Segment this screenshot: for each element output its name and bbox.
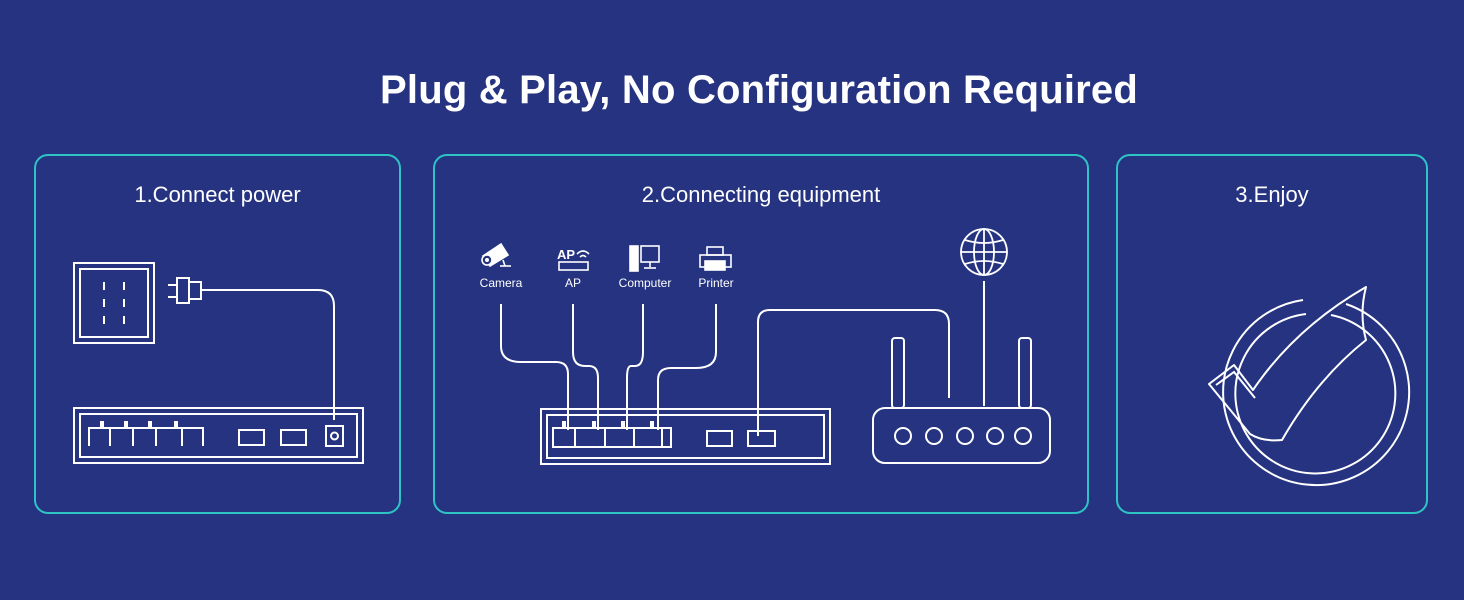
connecting-equipment-illustration: AP <box>481 228 1051 465</box>
router-icon <box>872 337 1051 464</box>
step-1-title: 1.Connect power <box>134 182 301 207</box>
access-point-icon: AP <box>557 247 590 271</box>
network-switch-icon <box>73 407 364 464</box>
step-2-title: 2.Connecting equipment <box>641 182 881 207</box>
connect-power-illustration <box>73 262 364 464</box>
computer-icon <box>629 245 660 272</box>
step-3-title: 3.Enjoy <box>1235 182 1309 207</box>
camera-icon <box>481 242 511 268</box>
computer-cable <box>626 304 644 430</box>
power-plug-icon <box>168 277 202 304</box>
uplink-cable <box>757 309 950 436</box>
enjoy-illustration <box>1208 286 1411 487</box>
power-outlet-icon <box>73 262 155 344</box>
camera-cable <box>500 304 569 430</box>
step-panel-connecting-equipment: 2.Connecting equipment AP <box>433 154 1089 514</box>
checkmark-badge-icon <box>1208 286 1411 487</box>
ap-cable <box>572 304 599 430</box>
printer-cable <box>657 304 717 430</box>
printer-icon <box>699 246 732 271</box>
device-label-camera: Camera <box>479 276 523 290</box>
power-cable <box>201 289 335 420</box>
globe-icon <box>960 228 1008 276</box>
device-label-ap: AP <box>564 276 581 290</box>
device-label-printer: Printer <box>698 276 734 290</box>
device-label-computer: Computer <box>618 276 672 290</box>
page-title: Plug & Play, No Configuration Required <box>380 68 1138 112</box>
network-switch-icon <box>540 408 831 465</box>
step-panel-connect-power: 1.Connect power <box>34 154 401 514</box>
svg-text:AP: AP <box>557 247 575 262</box>
step-panel-enjoy: 3.Enjoy <box>1116 154 1428 514</box>
